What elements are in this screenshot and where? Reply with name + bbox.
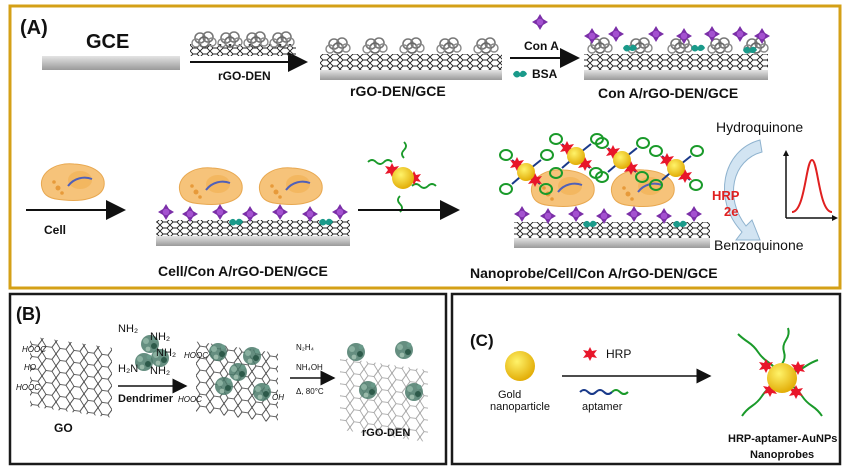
step4-product-label: Nanoprobe/Cell/Con A/rGO-DEN/GCE (470, 265, 718, 281)
hrp-enzyme-label: HRP (712, 188, 740, 203)
reagent-heat: Δ, 80°C (296, 387, 324, 396)
step1-product-label: rGO-DEN/GCE (350, 83, 446, 99)
go-hooc-label: HOOC (22, 345, 46, 354)
go-dendrimer-sheet (196, 341, 278, 424)
reagent-nh4oh: NH₄OH (296, 363, 323, 372)
aptamer-icon (579, 389, 613, 395)
nanoparticle-label: nanoparticle (490, 401, 550, 413)
cell-cona-gce (156, 166, 350, 246)
go-sheet (30, 336, 112, 418)
rgo-den-gce (320, 37, 502, 80)
product-label-1: HRP-aptamer-AuNPs (728, 433, 837, 445)
redox-cycle (723, 139, 763, 241)
product-label-2: Nanoprobes (750, 449, 814, 461)
amine-3: NH₂ (156, 347, 176, 359)
hydroquinone-label: Hydroquinone (716, 119, 803, 135)
nanoprobe-icon (367, 141, 437, 213)
godend-hooc-label: HOOC (184, 351, 208, 360)
panel-b-label: (B) (16, 304, 41, 324)
godend-hooc2-label: HOOC (178, 395, 202, 404)
reagent-n2h4: N₂H₄ (296, 343, 314, 352)
hrp-label: HRP (606, 347, 631, 361)
free-cell-icon (40, 162, 106, 202)
step3-product-label: Cell/Con A/rGO-DEN/GCE (158, 263, 328, 279)
gce-electrode: GCE (42, 31, 180, 70)
bsa-label: BSA (532, 67, 558, 81)
rgo-den-arrow-label: rGO-DEN (218, 69, 271, 83)
electrons-label: 2e (724, 204, 738, 219)
amine-5: NH₂ (150, 365, 170, 377)
panel-c-label: (C) (470, 331, 494, 350)
rgo-den-product-label: rGO-DEN (362, 427, 410, 439)
go-label: GO (54, 421, 73, 435)
nanoprobe-cell-gce (500, 134, 710, 248)
go-ho-label: HO (24, 363, 36, 372)
gce-label: GCE (86, 31, 129, 53)
gold-label: Gold (498, 389, 521, 401)
godend-oh-label: OH (272, 393, 284, 402)
amine-4: H₂N (118, 363, 138, 375)
hrp-aptamer-aunp-probe (737, 327, 823, 417)
rgo-den-sheet-small (190, 31, 296, 56)
rgo-den-product (340, 341, 428, 443)
dendrimer-label: Dendrimer (118, 393, 174, 405)
go-hooc2-label: HOOC (16, 383, 40, 392)
benzoquinone-label: Benzoquinone (714, 237, 804, 253)
amine-1: NH₂ (118, 323, 138, 335)
signal-peak-plot (783, 150, 838, 221)
gold-nanoparticle-icon (505, 351, 535, 381)
panel-a-label: (A) (20, 17, 48, 39)
cona-rgo-den-gce (584, 26, 770, 80)
step2-product-label: Con A/rGO-DEN/GCE (598, 85, 738, 101)
amine-2: NH₂ (150, 331, 170, 343)
aptamer-label: aptamer (582, 401, 623, 413)
cell-label: Cell (44, 223, 66, 237)
cona-label: Con A (524, 39, 559, 53)
aptamer-icon-tail (611, 389, 629, 395)
